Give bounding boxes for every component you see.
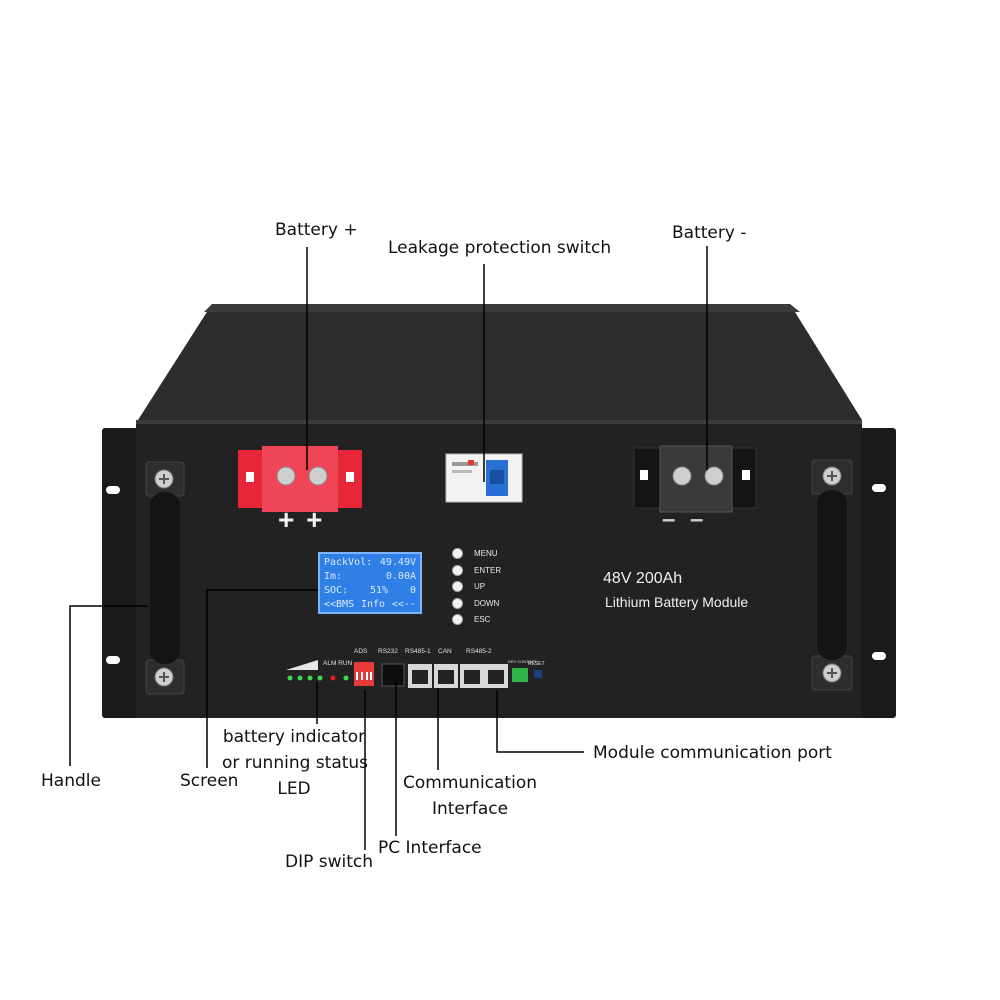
callout-battery-plus: Battery +: [275, 220, 358, 240]
positive-terminal: [238, 446, 362, 512]
minus-signs: – –: [662, 506, 708, 533]
rs232-label: RS232: [378, 648, 398, 655]
rs485-2-label: RS485-2: [466, 648, 492, 655]
callout-communication-interface: Communication Interface: [403, 770, 537, 822]
can-label: CAN: [438, 648, 452, 655]
callout-leakage-switch: Leakage protection switch: [388, 238, 612, 258]
callout-battery-indicator-line2: or running status: [222, 753, 369, 773]
lcd-arrow-label: <<--: [391, 599, 416, 610]
led-4: [317, 675, 323, 681]
led-2: [297, 675, 303, 681]
rs485-1-label: RS485-1: [405, 648, 431, 655]
led-3: [307, 675, 313, 681]
callout-handle: Handle: [41, 771, 101, 791]
esc-key-dot: [452, 614, 463, 625]
enter-key[interactable]: ENTER: [452, 564, 532, 578]
callout-module-comm-port: Module communication port: [593, 743, 832, 763]
reset-button: [534, 670, 542, 678]
right-handle: [811, 459, 853, 691]
reset-label: RESET: [528, 661, 545, 667]
menu-key-label: MENU: [474, 549, 498, 558]
negative-terminal: [633, 445, 757, 513]
up-key-dot: [452, 581, 463, 592]
led-alm: [330, 675, 336, 681]
rs232-port: [381, 663, 405, 687]
lcd-packvol-label: PackVol:: [324, 557, 373, 568]
callout-battery-minus: Battery -: [672, 223, 747, 243]
right-rack-ear: [860, 428, 896, 718]
lcd-soc-extra: 0: [409, 585, 416, 596]
esc-key-label: ESC: [474, 615, 491, 624]
callout-dip-switch: DIP switch: [285, 852, 374, 872]
left-rack-ear: [102, 428, 140, 718]
menu-key[interactable]: MENU: [452, 547, 532, 561]
up-key[interactable]: UP: [452, 580, 532, 594]
lcd-info-label: Info: [360, 599, 386, 610]
leader-lines: [69, 246, 708, 850]
callout-communication-line2: Interface: [431, 799, 509, 819]
left-handle: [145, 461, 185, 695]
menu-key-dot: [452, 548, 463, 559]
down-key[interactable]: DOWN: [452, 597, 532, 611]
chassis-top: [138, 304, 862, 420]
status-leds: [286, 660, 349, 681]
lcd-bms-label: <<BMS: [324, 599, 355, 610]
led-1: [287, 675, 293, 681]
dry-contact: [512, 668, 528, 682]
callout-screen: Screen: [180, 771, 239, 791]
plus-signs: + +: [278, 504, 325, 535]
lcd-soc-value: 51%: [370, 585, 389, 596]
callout-battery-indicator-line3: LED: [277, 779, 311, 799]
dry-contact-label: DRY CONTACT: [508, 659, 537, 664]
description-label: Lithium Battery Module: [605, 594, 749, 610]
enter-key-dot: [452, 565, 463, 576]
dip-switch: [354, 662, 374, 686]
down-key-label: DOWN: [474, 599, 500, 608]
lcd-soc-label: SOC:: [324, 585, 349, 596]
lcd-screen: PackVol: 49.49V Im: 0.00A SOC: 51% 0 <<BMS In…: [318, 552, 422, 614]
lcd-current-label: Im:: [324, 571, 343, 582]
callout-battery-indicator-line1: battery indicator: [222, 727, 366, 747]
alm-run-label: ALM RUN: [323, 660, 353, 667]
callout-pc-interface: PC Interface: [378, 838, 482, 858]
enter-key-label: ENTER: [474, 566, 502, 575]
ads-label: ADS: [354, 648, 368, 655]
lcd-current-value: 0.00A: [385, 571, 416, 582]
up-key-label: UP: [474, 582, 486, 591]
down-key-dot: [452, 598, 463, 609]
led-run: [343, 675, 349, 681]
callout-communication-line1: Communication: [403, 773, 537, 793]
esc-key[interactable]: ESC: [452, 613, 532, 627]
model-label: 48V 200Ah: [603, 570, 683, 587]
lcd-packvol-value: 49.49V: [379, 557, 416, 568]
callout-battery-indicator: battery indicator or running status LED: [222, 724, 369, 802]
